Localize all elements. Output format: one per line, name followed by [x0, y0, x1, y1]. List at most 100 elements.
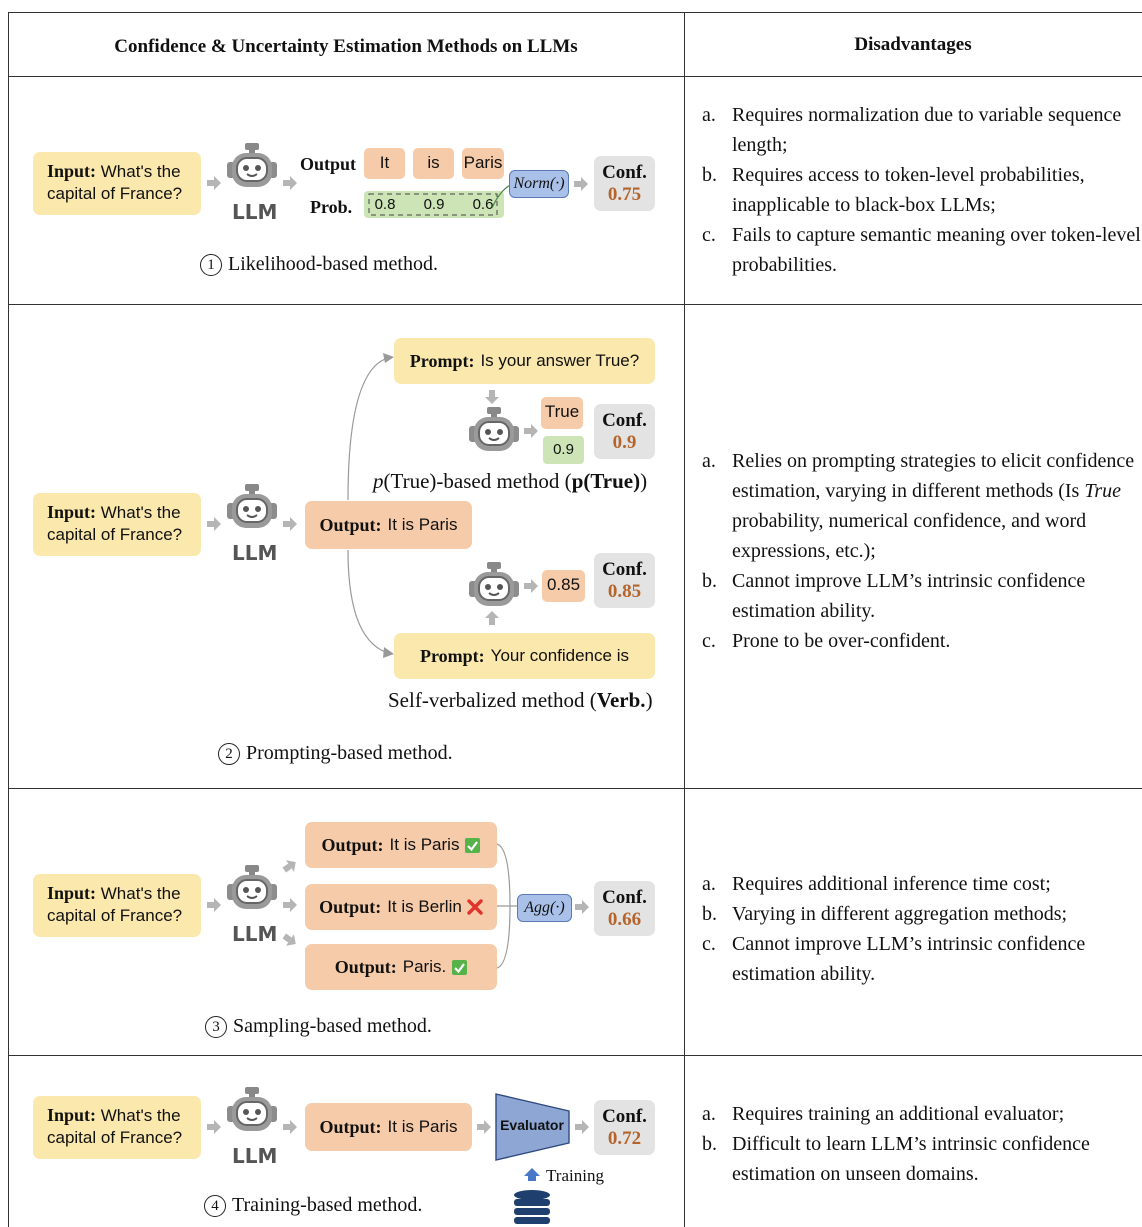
- arrow-right-icon: [524, 579, 538, 593]
- conf-label: Conf.: [602, 410, 647, 431]
- output-label: Output:: [319, 1116, 382, 1137]
- list-marker: b.: [702, 1133, 717, 1155]
- arrow-up-icon: [524, 1168, 540, 1181]
- llm-label: LLM: [232, 541, 278, 565]
- output-label: Output:: [334, 956, 397, 977]
- row2-disadvantages: a. Relies on prompting strategies to elic…: [702, 446, 1142, 656]
- list-item: a.Requires training an additional evalua…: [702, 1099, 1142, 1129]
- confidence-box: Conf. 0.9: [594, 404, 655, 459]
- confidence-box: Conf. 0.72: [594, 1100, 655, 1155]
- list-item: a. Relies on prompting strategies to elic…: [702, 446, 1142, 566]
- arrow-right-icon: [207, 176, 221, 190]
- input-label: Input:: [47, 161, 97, 181]
- robot-icon: [468, 407, 520, 452]
- header-divider: [8, 76, 1142, 77]
- caption-bold: p(True): [571, 469, 641, 493]
- list-item: b.Requires access to token-level probabi…: [702, 160, 1142, 220]
- true-token: True: [541, 397, 583, 429]
- arrow-right-icon: [207, 517, 221, 531]
- input-text: What's the capital of France?: [47, 884, 183, 925]
- prompt-text: Is your answer True?: [480, 351, 640, 370]
- row2-output-box: Output: It is Paris: [305, 501, 472, 549]
- true-prob: 0.9: [543, 436, 584, 464]
- circle-number: 4: [204, 1195, 226, 1217]
- output-text: It is Berlin: [387, 897, 462, 916]
- row4-output-box: Output:It is Paris: [305, 1103, 472, 1151]
- list-marker: a.: [702, 450, 716, 472]
- conf-value: 0.85: [607, 581, 642, 602]
- conf-label: Conf.: [602, 1106, 647, 1127]
- row4-input-box: Input: What's the capital of France?: [33, 1096, 201, 1159]
- prob-value: 0.9: [423, 196, 445, 213]
- conf-label: Conf.: [602, 162, 647, 183]
- output-text: Paris.: [402, 957, 447, 976]
- output-label: Output:: [319, 514, 382, 535]
- robot-icon: [226, 1087, 278, 1132]
- prob-word: Prob.: [310, 197, 353, 217]
- conf-value: 0.75: [607, 184, 642, 205]
- list-text: probability, numerical confidence, and w…: [732, 510, 1087, 562]
- check-icon: [452, 959, 468, 975]
- robot-icon: [226, 143, 278, 188]
- evaluator-label: Evaluator: [500, 1117, 564, 1133]
- norm-function-box: Norm(·): [509, 170, 569, 198]
- verb-caption: Self-verbalized method (Verb.): [388, 688, 653, 713]
- list-text: Fails to capture semantic meaning over t…: [732, 224, 1141, 276]
- caption-part: (True)-based method (: [383, 469, 572, 493]
- arrow-right-icon: [207, 1120, 221, 1134]
- row4-disadvantages: a.Requires training an additional evalua…: [702, 1099, 1142, 1189]
- token-box: is: [413, 148, 454, 179]
- circle-number: 1: [200, 254, 222, 276]
- sample-output-box: Output:It is Paris: [305, 822, 497, 868]
- caption-part: Self-verbalized method (: [388, 688, 597, 712]
- database-icon: [514, 1190, 550, 1224]
- training-label: Training: [546, 1166, 604, 1185]
- arrow-up-icon: [485, 611, 499, 625]
- list-marker: c.: [702, 630, 716, 652]
- list-item: b. Cannot improve LLM’s intrinsic confide…: [702, 566, 1142, 626]
- prompt-verb-box: Prompt: Your confidence is: [394, 633, 655, 679]
- circle-number: 2: [218, 743, 240, 765]
- aggregation-connector-lines: [496, 843, 518, 969]
- arrow-down-right-icon: [282, 932, 298, 948]
- table-top-border: [8, 12, 1142, 13]
- output-text: It is Paris: [387, 515, 458, 534]
- caption-text: Prompting-based method.: [246, 742, 453, 764]
- list-item: a.Requires additional inference time cos…: [702, 869, 1142, 899]
- arrow-down-icon: [485, 390, 499, 404]
- table-left-border: [8, 12, 9, 1227]
- list-text: Requires training an additional evaluato…: [732, 1103, 1065, 1125]
- list-marker: b.: [702, 570, 717, 592]
- list-marker: b.: [702, 903, 717, 925]
- prompt-text: Your confidence is: [490, 646, 629, 665]
- list-item: a.Requires normalization due to variable…: [702, 100, 1142, 160]
- prob-value: 0.8: [374, 196, 396, 213]
- list-text: Relies on prompting strategies to elicit…: [732, 450, 1135, 502]
- list-marker: c.: [702, 933, 716, 955]
- sample-output-box: Output:It is Berlin: [305, 884, 497, 930]
- prob-dashes: [368, 193, 498, 216]
- token-box: Paris: [462, 148, 504, 179]
- prompt-label: Prompt:: [420, 645, 485, 666]
- input-text: What's the capital of France?: [47, 503, 183, 544]
- list-item: c. Prone to be over-confident.: [702, 626, 1142, 656]
- verb-value-box: 0.85: [542, 570, 585, 602]
- output-word: Output: [300, 154, 357, 174]
- list-text: Requires access to token-level probabili…: [732, 164, 1085, 216]
- cross-icon: [467, 899, 483, 915]
- list-text: Requires additional inference time cost;: [732, 873, 1051, 895]
- conf-label: Conf.: [602, 559, 647, 580]
- header-disadvantages: Disadvantages: [854, 34, 972, 55]
- list-text: Prone to be over-confident.: [732, 630, 951, 652]
- input-label: Input:: [47, 502, 97, 522]
- conf-value: 0.66: [607, 909, 642, 930]
- robot-icon: [226, 865, 278, 910]
- list-item: b.Varying in different aggregation metho…: [702, 899, 1142, 929]
- arrow-right-icon: [283, 898, 297, 912]
- ptrue-caption: p(True)-based method (p(True)): [373, 469, 648, 493]
- arrow-right-icon: [575, 1120, 589, 1134]
- list-text: Cannot improve LLM’s intrinsic confidenc…: [732, 570, 1086, 622]
- caption-text: Likelihood-based method.: [228, 253, 438, 275]
